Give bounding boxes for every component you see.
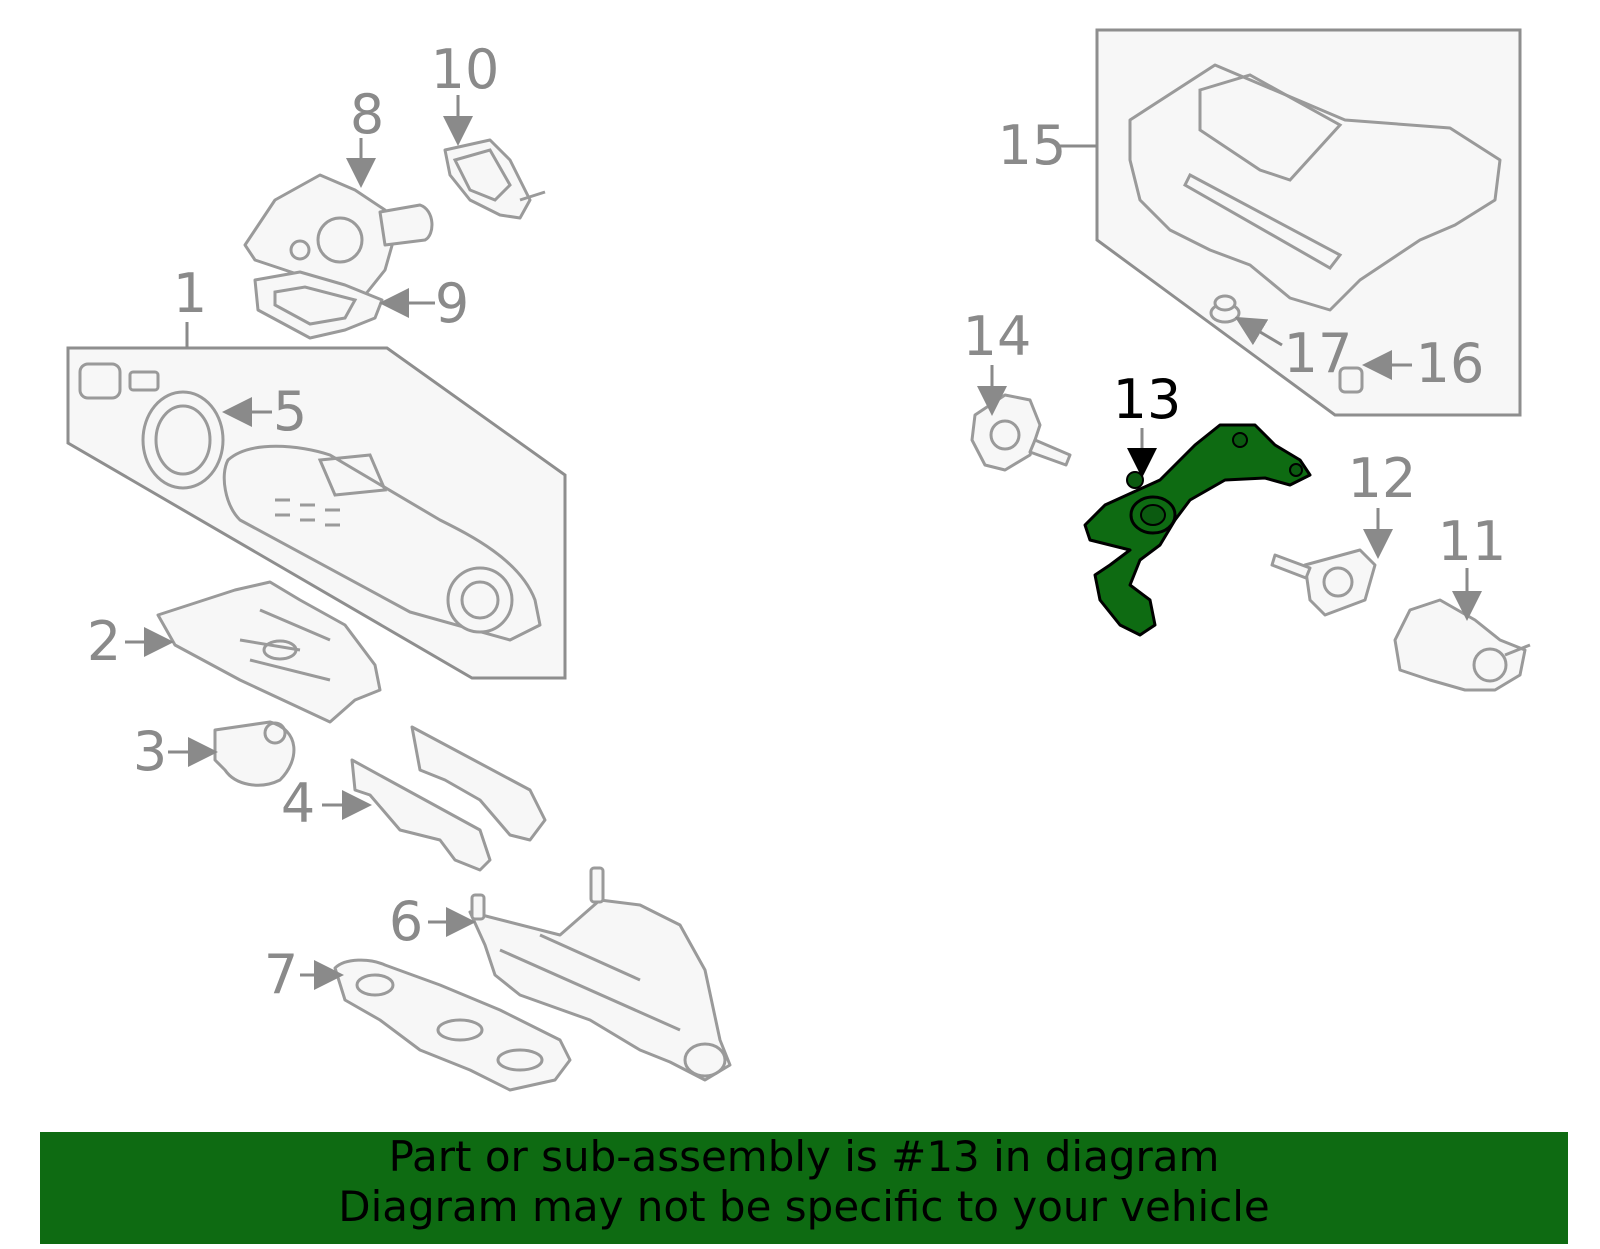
callout-4: 4 — [281, 772, 315, 835]
callout-11: 11 — [1438, 510, 1507, 573]
callout-5: 5 — [273, 380, 307, 443]
part-1-supercharger-assembly[interactable] — [66, 346, 567, 680]
part-17-grommet[interactable] — [1209, 294, 1241, 324]
callout-15: 15 — [998, 114, 1067, 177]
callout-10: 10 — [431, 38, 500, 101]
part-12-flange-stud[interactable] — [1270, 548, 1377, 617]
part-14-inlet-flange[interactable] — [970, 393, 1072, 472]
callout-3: 3 — [133, 720, 167, 783]
callout-12: 12 — [1348, 447, 1417, 510]
part-11-egr-valve[interactable] — [1393, 598, 1531, 692]
part-16-cap-nut[interactable] — [1338, 366, 1364, 394]
banner-line-2: Diagram may not be specific to your vehi… — [338, 1182, 1270, 1231]
part-2-heat-shield[interactable] — [156, 580, 382, 724]
info-banner: Part or sub-assembly is #13 in diagram D… — [40, 1132, 1568, 1244]
part-10-idle-air-control[interactable] — [443, 138, 546, 220]
part-6-intake-manifold[interactable] — [468, 866, 732, 1082]
part-7-manifold-gasket[interactable] — [333, 958, 572, 1092]
part-15-engine-cover[interactable] — [1095, 28, 1522, 417]
part-3-bracket[interactable] — [213, 720, 296, 787]
arrow-17 — [1234, 316, 1283, 347]
part-13-egr-pipe[interactable] — [1083, 423, 1312, 637]
callout-8: 8 — [350, 83, 384, 146]
part-4-gaskets[interactable] — [350, 725, 547, 872]
callout-17: 17 — [1284, 322, 1353, 385]
callout-14: 14 — [963, 305, 1032, 368]
callout-6: 6 — [389, 890, 423, 953]
callout-1: 1 — [173, 262, 207, 325]
callout-16: 16 — [1416, 332, 1485, 395]
callout-13: 13 — [1113, 368, 1182, 431]
banner-line-1: Part or sub-assembly is #13 in diagram — [388, 1132, 1220, 1181]
callout-7: 7 — [264, 943, 298, 1006]
callout-2: 2 — [87, 610, 121, 673]
part-9-throttle-gasket[interactable] — [253, 270, 384, 340]
part-8-throttle-body[interactable] — [243, 173, 434, 297]
callout-9: 9 — [435, 272, 469, 335]
